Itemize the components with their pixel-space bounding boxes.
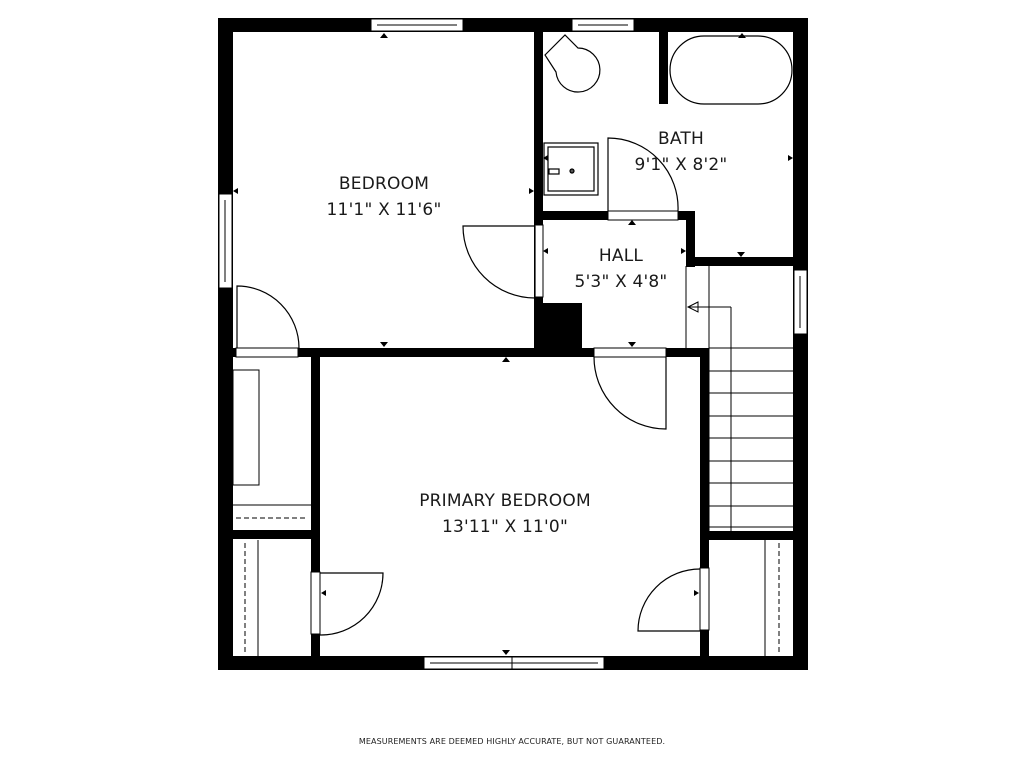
room-dimensions: 11'1" X 11'6" bbox=[326, 200, 442, 220]
disclaimer-text: MEASUREMENTS ARE DEEMED HIGHLY ACCURATE,… bbox=[358, 737, 666, 746]
windows bbox=[218, 18, 808, 670]
bathroom-fixtures bbox=[543, 34, 793, 196]
room-dimensions: 9'1" X 8'2" bbox=[634, 155, 728, 175]
measure-markers bbox=[233, 33, 793, 655]
room-dimensions: 13'11" X 11'0" bbox=[442, 517, 568, 537]
closets bbox=[232, 369, 780, 656]
walls bbox=[218, 18, 808, 670]
room-dimensions: 5'3" X 4'8" bbox=[574, 272, 668, 292]
room-name: BATH bbox=[658, 129, 704, 149]
door-openings bbox=[235, 210, 710, 635]
staircase bbox=[685, 266, 793, 531]
room-label-bath: BATH 9'1" X 8'2" bbox=[635, 126, 728, 178]
room-label-hall: HALL 5'3" X 4'8" bbox=[575, 243, 668, 295]
room-name: HALL bbox=[598, 246, 644, 266]
room-name: PRIMARY BEDROOM bbox=[419, 491, 591, 511]
room-name: BEDROOM bbox=[338, 174, 430, 194]
room-label-primary-bedroom: PRIMARY BEDROOM 13'11" X 11'0" bbox=[419, 488, 591, 540]
door-swings bbox=[236, 137, 701, 636]
room-label-bedroom: BEDROOM 11'1" X 11'6" bbox=[327, 171, 442, 223]
